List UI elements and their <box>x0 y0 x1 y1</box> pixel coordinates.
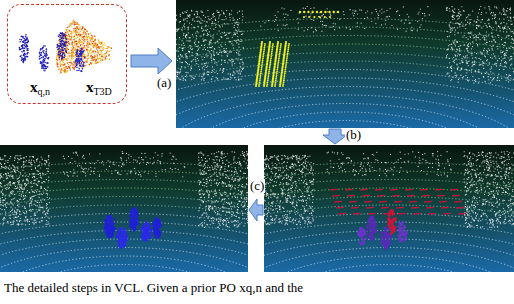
lidar-panel <box>0 145 248 272</box>
inset-clouds <box>19 20 113 75</box>
variable-label: xq,n <box>28 79 52 97</box>
lidar-panel <box>264 145 514 272</box>
input-box: xq,n xT3D <box>7 4 127 104</box>
step-arrow <box>131 48 172 74</box>
step-label: (b) <box>345 128 362 142</box>
variable-label: xT3D <box>84 79 114 97</box>
step-arrow <box>323 129 347 144</box>
lidar-panel <box>176 0 514 128</box>
figure-caption: The detailed steps in VCL. Given a prior… <box>4 281 303 295</box>
step-arrow <box>249 199 263 221</box>
step-label: (a) <box>156 76 172 90</box>
step-label: (c) <box>249 179 265 193</box>
